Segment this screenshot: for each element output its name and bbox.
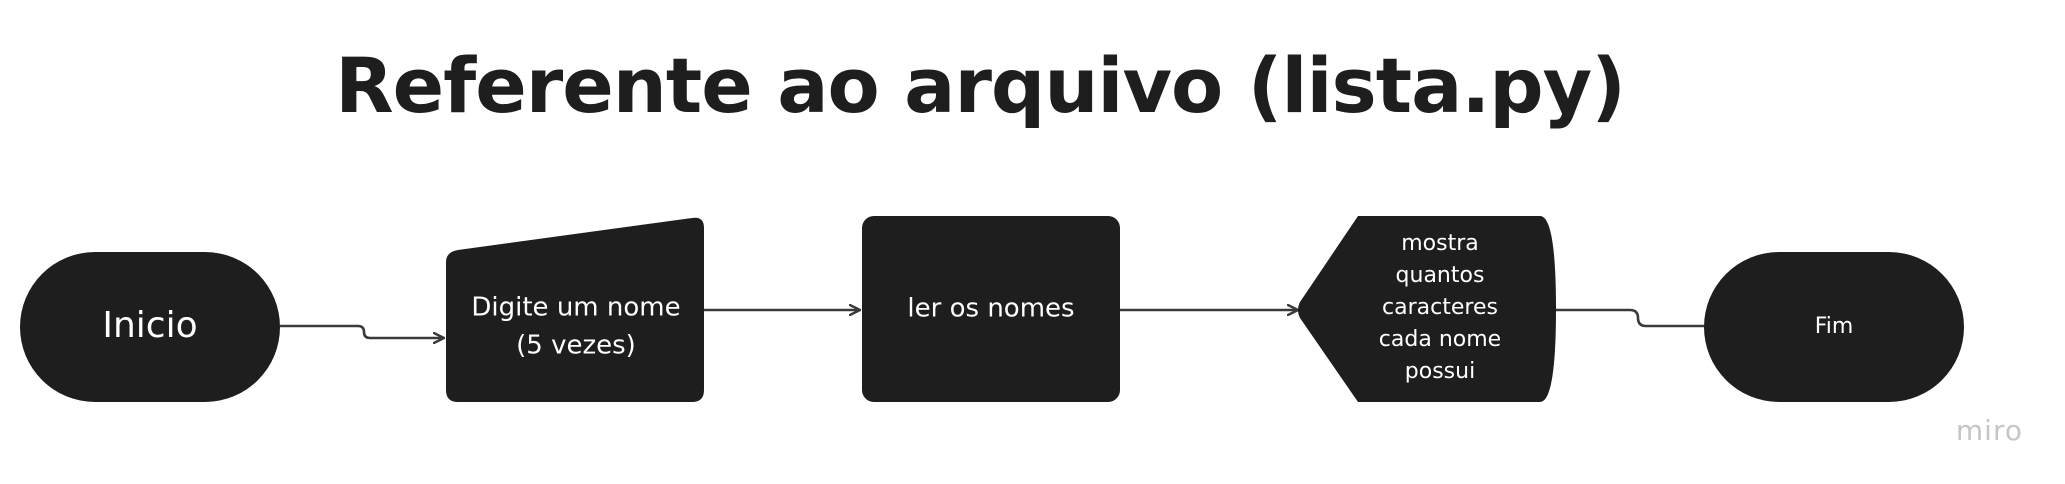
display-label-line5: possui xyxy=(1405,359,1475,384)
end-label: Fim xyxy=(1815,314,1854,339)
display-label-line1: mostra xyxy=(1401,231,1479,256)
connector-display-to-end xyxy=(1556,308,1728,326)
end-terminator xyxy=(1704,252,1964,402)
display-label-line4: cada nome xyxy=(1379,327,1501,352)
input-label-line1: Digite um nome xyxy=(471,293,680,323)
display-label-line3: caracteres xyxy=(1382,295,1498,320)
start-terminator xyxy=(20,252,280,402)
start-label: Inicio xyxy=(102,305,197,346)
diagram-title: Referente ao arquivo (lista.py) xyxy=(335,41,1626,130)
display-label-line2: quantos xyxy=(1396,263,1485,288)
input-label-line2: (5 vezes) xyxy=(516,331,636,361)
display-node xyxy=(1298,216,1556,402)
connector-start-to-input xyxy=(280,324,444,338)
process-label: ler os nomes xyxy=(907,294,1074,324)
input-node xyxy=(446,217,704,402)
process-node xyxy=(862,216,1120,402)
miro-watermark: miro xyxy=(1955,414,2023,447)
